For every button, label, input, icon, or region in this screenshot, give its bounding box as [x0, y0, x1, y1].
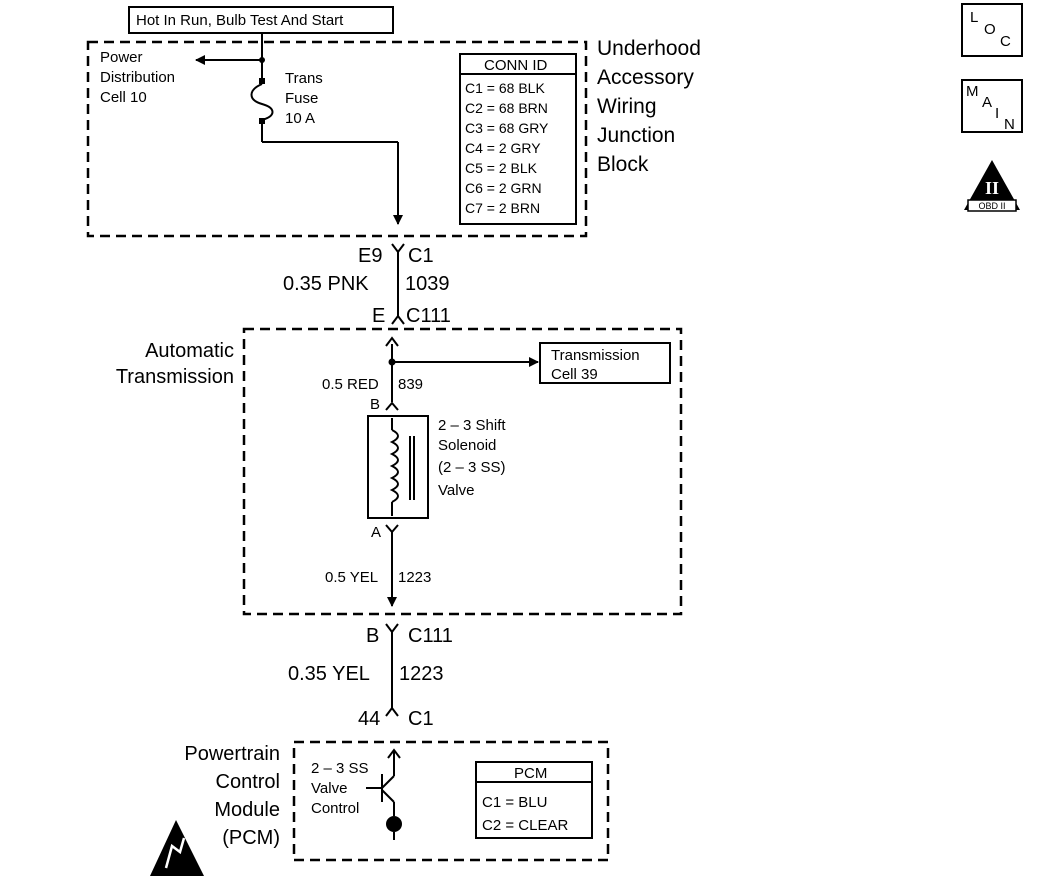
svg-text:L: L	[970, 9, 978, 26]
svg-text:0.35 YEL: 0.35 YEL	[288, 663, 370, 685]
svg-text:C1 = BLU: C1 = BLU	[482, 794, 547, 811]
svg-text:C6 = 2 GRN: C6 = 2 GRN	[465, 180, 542, 196]
svg-text:C111: C111	[406, 305, 451, 327]
underhood-conn-id-table: CONN ID C1 = 68 BLK C2 = 68 BRN C3 = 68 …	[459, 53, 577, 225]
svg-text:C1 = 68 BLK: C1 = 68 BLK	[465, 80, 545, 96]
svg-text:C4 = 2 GRY: C4 = 2 GRY	[465, 140, 541, 156]
svg-text:OBD II: OBD II	[978, 201, 1005, 211]
pcm-conn-id-table: PCM C1 = BLU C2 = CLEAR	[475, 761, 593, 839]
svg-text:0.5 YEL: 0.5 YEL	[325, 569, 378, 586]
power-distribution-label: Power Distribution Cell 10	[100, 49, 175, 106]
svg-text:E: E	[372, 305, 385, 327]
trans-fuse-label: Trans Fuse 10 A	[285, 70, 323, 127]
svg-text:E9: E9	[358, 245, 382, 267]
svg-text:Control: Control	[311, 800, 359, 817]
pcm-title: Powertrain Control Module (PCM)	[184, 743, 280, 849]
svg-text:PCM: PCM	[514, 765, 547, 782]
svg-text:Cell 10: Cell 10	[100, 89, 147, 106]
svg-text:M: M	[966, 83, 979, 100]
automatic-transmission-title: Automatic Transmission	[116, 340, 234, 388]
wire-red-839-label: 0.5 RED 839	[322, 376, 423, 393]
svg-text:0.35 PNK: 0.35 PNK	[283, 273, 369, 295]
svg-text:C2 = CLEAR: C2 = CLEAR	[482, 817, 568, 834]
pcm-control-label: 2 – 3 SS Valve Control	[311, 760, 369, 817]
svg-text:1223: 1223	[398, 569, 431, 586]
svg-text:B: B	[370, 396, 380, 413]
svg-text:Accessory: Accessory	[597, 66, 694, 89]
svg-text:N: N	[1004, 116, 1015, 133]
svg-text:C111: C111	[408, 625, 453, 647]
svg-text:Transmission: Transmission	[551, 347, 640, 364]
svg-text:Valve: Valve	[311, 780, 347, 797]
solenoid-pin-b: B	[370, 396, 399, 413]
underhood-junction-block-border	[86, 40, 588, 238]
obd-ii-icon[interactable]: II OBD II	[964, 160, 1020, 212]
automatic-transmission-border	[242, 327, 683, 616]
svg-text:C7 = 2 BRN: C7 = 2 BRN	[465, 200, 540, 216]
svg-text:2 – 3 SS: 2 – 3 SS	[311, 760, 369, 777]
svg-text:B: B	[366, 625, 379, 647]
svg-text:C3 = 68 GRY: C3 = 68 GRY	[465, 120, 549, 136]
svg-text:(PCM): (PCM)	[222, 827, 280, 849]
svg-text:Valve: Valve	[438, 482, 474, 499]
svg-text:Cell 39: Cell 39	[551, 366, 598, 383]
svg-text:Fuse: Fuse	[285, 90, 318, 107]
c111-top-pin-arrow	[385, 336, 399, 347]
connector-c111-bottom: B C111	[366, 623, 453, 708]
svg-text:Solenoid: Solenoid	[438, 437, 496, 454]
svg-text:Distribution: Distribution	[100, 69, 175, 86]
solenoid-pin-a: A	[371, 524, 399, 607]
svg-text:10 A: 10 A	[285, 110, 315, 127]
svg-text:2 – 3 Shift: 2 – 3 Shift	[438, 417, 506, 434]
svg-text:Powertrain: Powertrain	[184, 743, 280, 765]
svg-text:Hot In Run, Bulb Test And Star: Hot In Run, Bulb Test And Start	[136, 12, 344, 29]
wire-pnk-1039: 0.35 PNK 1039	[283, 264, 450, 316]
svg-text:1039: 1039	[405, 273, 450, 295]
transmission-cell-box: Transmission Cell 39	[539, 342, 671, 384]
svg-text:44: 44	[358, 708, 380, 730]
solenoid-label: 2 – 3 Shift Solenoid (2 – 3 SS) Valve	[438, 417, 506, 499]
main-icon[interactable]: M A I N	[961, 79, 1023, 133]
svg-text:839: 839	[398, 376, 423, 393]
pcm-transistor-icon	[366, 748, 402, 840]
power-source-label: Hot In Run, Bulb Test And Start	[128, 6, 394, 34]
svg-text:C2 = 68 BRN: C2 = 68 BRN	[465, 100, 548, 116]
wire-yel-1223-inner-label: 0.5 YEL 1223	[325, 569, 431, 586]
underhood-block-title: Underhood Accessory Wiring Junction Bloc…	[597, 37, 701, 176]
svg-text:Wiring: Wiring	[597, 95, 657, 118]
svg-text:A: A	[982, 94, 992, 111]
svg-text:(2 – 3 SS): (2 – 3 SS)	[438, 459, 506, 476]
svg-text:Trans: Trans	[285, 70, 323, 87]
trans-fuse	[250, 60, 398, 143]
loc-icon[interactable]: L O C	[961, 3, 1023, 57]
solenoid-coil-icon	[367, 415, 429, 519]
svg-text:C1: C1	[408, 245, 434, 267]
svg-text:Module: Module	[214, 799, 280, 821]
esd-warning-icon	[150, 820, 204, 876]
svg-text:Automatic: Automatic	[145, 340, 234, 362]
connector-c111-top: E C111	[372, 305, 451, 327]
svg-text:Power: Power	[100, 49, 143, 66]
svg-text:Junction: Junction	[597, 124, 675, 147]
svg-text:CONN ID: CONN ID	[484, 57, 548, 74]
pcm-border	[292, 740, 610, 862]
svg-text:Block: Block	[597, 153, 649, 176]
wire-yel-1223: 0.35 YEL 1223	[288, 663, 444, 685]
svg-text:II: II	[985, 178, 999, 198]
svg-text:0.5 RED: 0.5 RED	[322, 376, 379, 393]
connector-c1-bottom: 44 C1	[358, 706, 434, 730]
connector-c1-top: E9 C1	[358, 243, 434, 267]
svg-text:A: A	[371, 524, 381, 541]
svg-text:C: C	[1000, 33, 1011, 50]
svg-text:Control: Control	[216, 771, 280, 793]
svg-text:Underhood: Underhood	[597, 37, 701, 60]
svg-text:C1: C1	[408, 708, 434, 730]
svg-text:I: I	[995, 105, 999, 122]
svg-text:1223: 1223	[399, 663, 444, 685]
svg-text:C5 = 2 BLK: C5 = 2 BLK	[465, 160, 538, 176]
svg-text:Transmission: Transmission	[116, 366, 234, 388]
svg-text:O: O	[984, 21, 996, 38]
